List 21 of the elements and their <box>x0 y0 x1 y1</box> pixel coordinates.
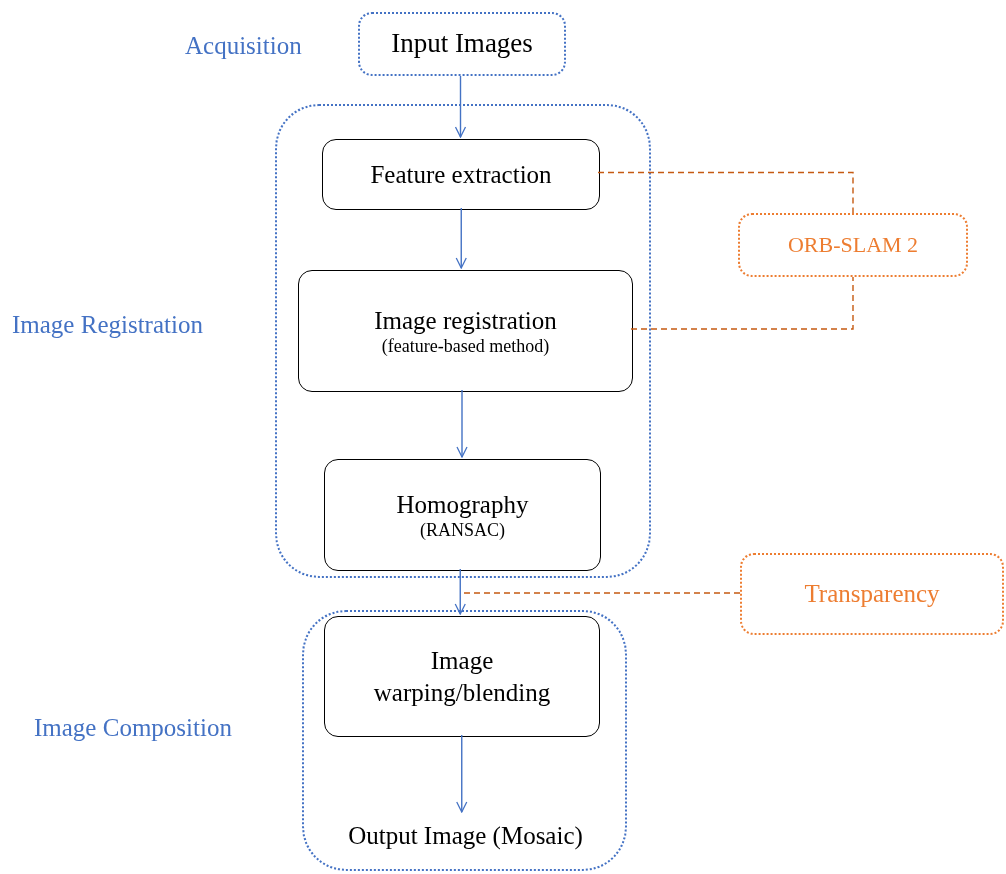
dotted-box <box>738 213 968 277</box>
dashed-connector <box>462 592 741 594</box>
process-box <box>324 616 600 737</box>
box-title: Input Images <box>391 27 533 61</box>
process-box <box>322 139 600 210</box>
box-title: Output Image (Mosaic) <box>348 821 583 852</box>
box-title: ORB-SLAM 2 <box>787 231 919 259</box>
box-title: Transparency <box>804 579 940 610</box>
box-title: Homography <box>396 489 529 520</box>
box-title: Image warping/blending <box>372 646 552 708</box>
box-subtitle: (RANSAC) <box>420 519 505 542</box>
stage-label: Image Composition <box>34 714 232 742</box>
stage-label: Image Registration <box>12 311 203 339</box>
process-box <box>324 459 601 571</box>
dotted-box <box>740 553 1004 635</box>
stage-label: Acquisition <box>185 32 302 60</box>
box-title: Feature extraction <box>370 159 552 190</box>
box-subtitle: (feature-based method) <box>381 335 550 358</box>
process-box <box>298 270 633 392</box>
arrow <box>454 75 467 138</box>
box-title: Image registration <box>374 305 557 336</box>
